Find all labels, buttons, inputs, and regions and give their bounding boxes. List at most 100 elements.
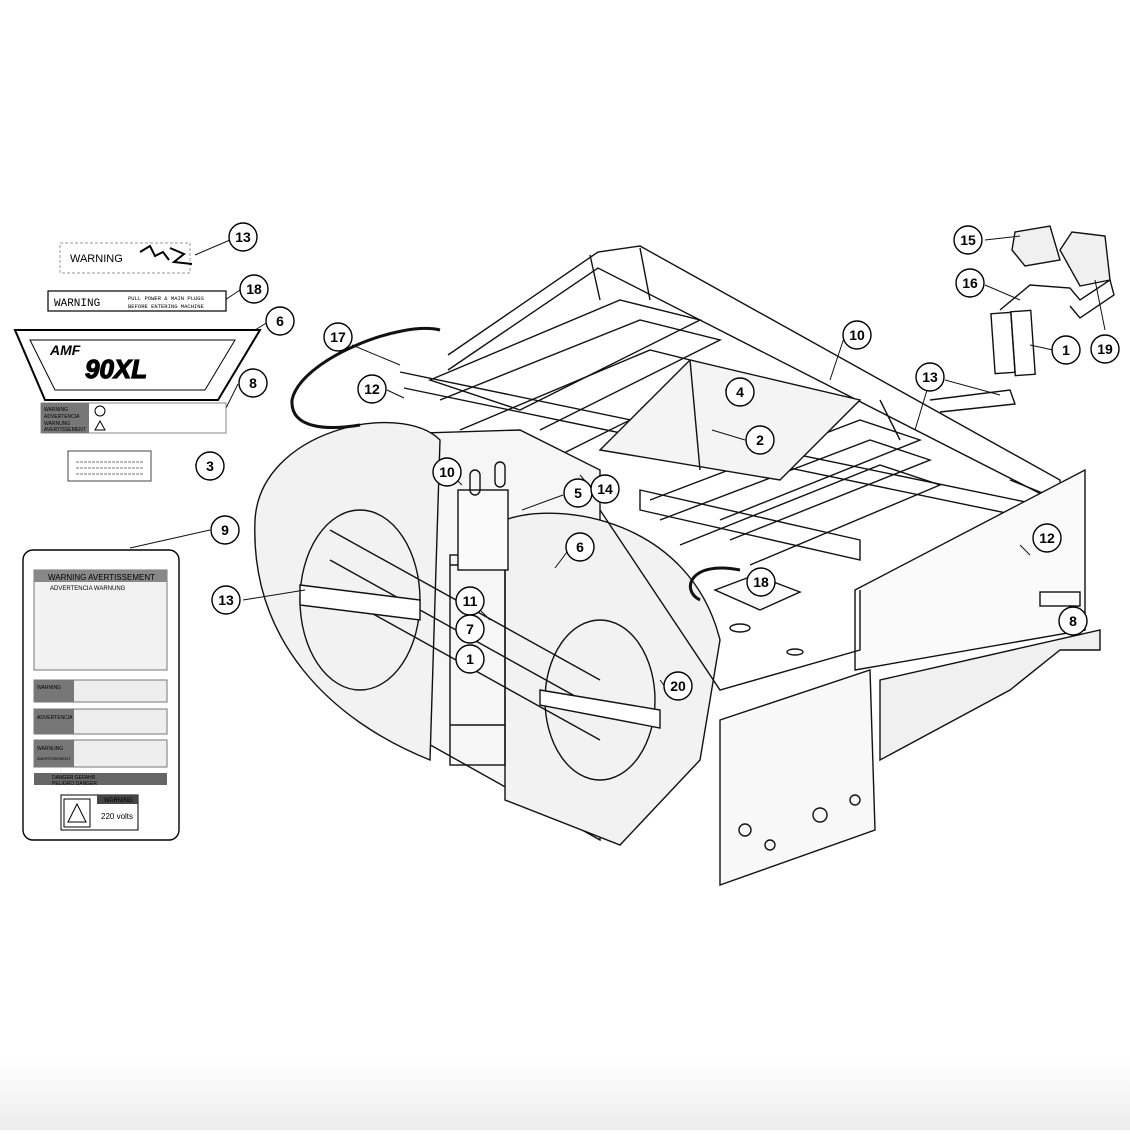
callout-layer: 13 18 6 17 12 8 3 9 10 5 14 13 6 11 7 1 18 20 4 2 10 13 12 8 15 1… (195, 222, 1120, 701)
callout-circle (955, 268, 985, 298)
callout-number: 5 (574, 485, 582, 501)
callout-c12a: 12 (357, 374, 387, 404)
callout-circle (745, 425, 775, 455)
callout-circle (746, 567, 776, 597)
pull-power-line2: BEFORE ENTERING MACHINE (128, 303, 205, 310)
callout-circle (590, 474, 620, 504)
callout-number: 12 (1039, 530, 1055, 546)
callout-number: 6 (276, 313, 284, 329)
callout-c14: 14 (590, 474, 620, 504)
callout-number: 1 (466, 651, 474, 667)
callout-number: 15 (960, 232, 976, 248)
callout-circle (210, 515, 240, 545)
sticker8-word4: AVERTISSEMENT (44, 427, 86, 433)
panel9-word1: WARNING (37, 685, 61, 691)
panel9-header: WARNING AVERTISSEMENT (48, 573, 155, 582)
sticker8-word1: WARNING (44, 407, 68, 413)
callout-number: 13 (922, 369, 938, 385)
callout-circle (357, 374, 387, 404)
callout-circle (265, 306, 295, 336)
callout-c8a: 8 (238, 368, 268, 398)
callout-number: 1 (1062, 342, 1070, 358)
warning-decal-small: WARNING (59, 242, 193, 274)
callout-number: 14 (597, 481, 613, 497)
callout-circle (1051, 335, 1081, 365)
warning-decal-small-text: WARNING (70, 253, 123, 265)
callout-number: 13 (235, 229, 251, 245)
callout-c20: 20 (663, 671, 693, 701)
callout-circle (323, 322, 353, 352)
callout-circle (195, 451, 225, 481)
callout-c13b: 13 (211, 585, 241, 615)
callout-circle (455, 614, 485, 644)
callout-circle (228, 222, 258, 252)
callout-number: 8 (1069, 613, 1077, 629)
callout-number: 13 (218, 592, 234, 608)
amf-90xl-decal: AMF 90XL (13, 329, 262, 401)
callout-c12b: 12 (1032, 523, 1062, 553)
callout-c15: 15 (953, 225, 983, 255)
callout-circle (239, 274, 269, 304)
callout-circle (238, 368, 268, 398)
callout-circle (455, 644, 485, 674)
callout-c4: 4 (725, 377, 755, 407)
callout-number: 18 (246, 281, 262, 297)
callout-c13a: 13 (228, 222, 258, 252)
callout-number: 4 (736, 384, 744, 400)
volt-warning-text: WARNING (104, 798, 133, 804)
callout-number: 16 (962, 275, 978, 291)
callout-c13c: 13 (915, 362, 945, 392)
panel9-sub: ADVERTENCIA WARNUNG (50, 586, 126, 592)
callout-number: 20 (670, 678, 686, 694)
callout-c18a: 18 (239, 274, 269, 304)
callout-c8b: 8 (1058, 606, 1088, 636)
callout-circle (663, 671, 693, 701)
danger-line2: PELIGRO DANGER (52, 781, 97, 787)
callout-number: 10 (439, 464, 455, 480)
multi-warning-sticker: WARNING ADVERTENCIA WARNUNG AVERTISSEMEN… (40, 402, 227, 434)
callout-c6a: 6 (265, 306, 295, 336)
pull-power-line1: PULL POWER & MAIN PLUGS (128, 295, 205, 302)
callout-c2: 2 (745, 425, 775, 455)
amf-brand-text: AMF (49, 342, 81, 358)
panel9-word3: WARNUNG (37, 746, 63, 752)
bottom-fade (0, 1060, 1130, 1130)
callout-circle (842, 320, 872, 350)
pull-power-decal: WARNING PULL POWER & MAIN PLUGS BEFORE E… (47, 290, 227, 312)
callout-number: 6 (576, 539, 584, 555)
callout-number: 3 (206, 458, 214, 474)
callout-number: 9 (221, 522, 229, 538)
callout-c16: 16 (955, 268, 985, 298)
callout-number: 10 (849, 327, 865, 343)
callout-c3: 3 (195, 451, 225, 481)
machine-frame (254, 225, 1115, 886)
callout-circle (1032, 523, 1062, 553)
warning-panel-9: WARNING AVERTISSEMENT ADVERTENCIA WARNUN… (22, 549, 180, 841)
callout-circle (915, 362, 945, 392)
sticker8-word2: ADVERTENCIA (44, 414, 80, 420)
callout-c5: 5 (563, 478, 593, 508)
callout-c9: 9 (210, 515, 240, 545)
volt-text: 220 volts (101, 812, 133, 821)
callout-number: 18 (753, 574, 769, 590)
callout-number: 17 (330, 329, 346, 345)
callout-number: 2 (756, 432, 764, 448)
callout-number: 8 (249, 375, 257, 391)
callout-number: 12 (364, 381, 380, 397)
callout-c11: 11 (455, 586, 485, 616)
callout-c1a: 1 (455, 644, 485, 674)
model-text: 90XL (85, 354, 147, 384)
danger-line1: DANGER GEFAHR (52, 775, 96, 781)
callout-circle (725, 377, 755, 407)
callout-c18b: 18 (746, 567, 776, 597)
panel9-word2: ADVERTENCIA (37, 715, 73, 721)
callout-c10b: 10 (842, 320, 872, 350)
callout-circle (953, 225, 983, 255)
callout-number: 7 (466, 621, 474, 637)
sticker8-word3: WARNUNG (44, 421, 70, 427)
callout-c19: 19 (1090, 334, 1120, 364)
callout-circle (1090, 334, 1120, 364)
callout-circle (1058, 606, 1088, 636)
